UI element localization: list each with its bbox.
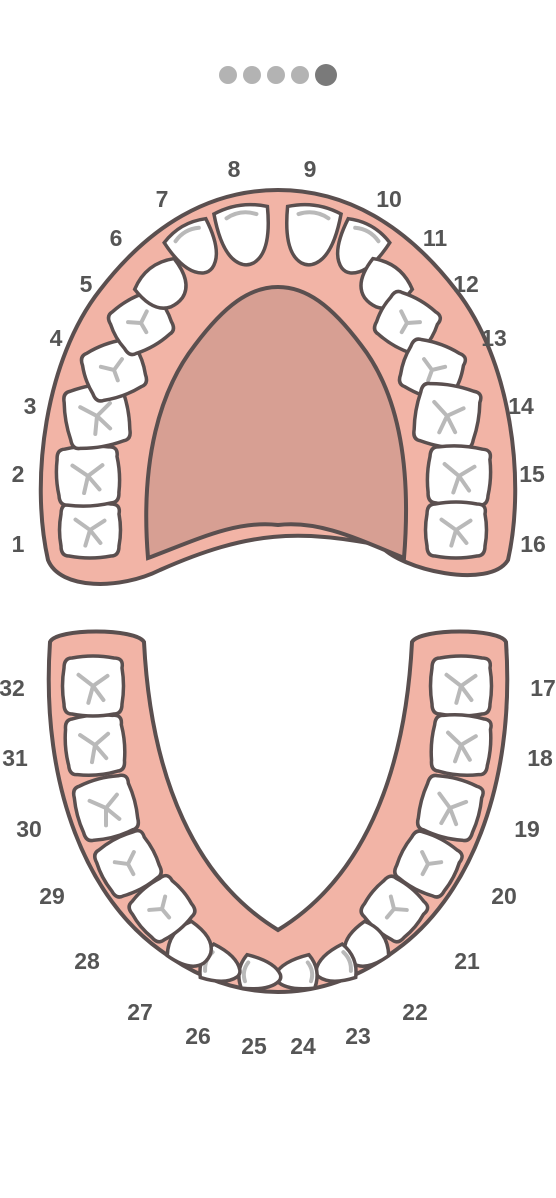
- tooth-fissure: [70, 463, 105, 496]
- tooth-number-24: 24: [290, 1033, 316, 1059]
- tooth-fissure: [76, 672, 110, 705]
- tooth-crown[interactable]: [162, 214, 230, 283]
- tooth-fissure: [173, 225, 201, 244]
- tooth-9[interactable]: [280, 202, 344, 269]
- tooth-number-20: 20: [491, 883, 517, 909]
- tooth-18[interactable]: [429, 712, 493, 778]
- tooth-31[interactable]: [63, 712, 127, 778]
- tooth-number-10: 10: [376, 186, 402, 212]
- page-dot[interactable]: [267, 66, 285, 84]
- tooth-20[interactable]: [390, 826, 467, 902]
- tooth-number-22: 22: [402, 999, 428, 1025]
- tooth-number-5: 5: [80, 271, 93, 297]
- tooth-number-2: 2: [12, 461, 25, 487]
- tooth-number-30: 30: [16, 816, 42, 842]
- tooth-fissure: [78, 731, 111, 765]
- tooth-number-15: 15: [519, 461, 545, 487]
- tooth-fissure: [341, 950, 353, 973]
- tooth-17[interactable]: [428, 654, 494, 718]
- tooth-fissure: [126, 309, 149, 335]
- tooth-fissure: [73, 517, 107, 548]
- tooth-fissure: [87, 792, 122, 828]
- tooth-number-32: 32: [0, 675, 25, 701]
- tooth-14[interactable]: [411, 380, 484, 452]
- tooth-fissure: [444, 672, 478, 705]
- tooth-number-19: 19: [514, 816, 540, 842]
- tooth-32[interactable]: [60, 654, 126, 718]
- tooth-fissure: [241, 960, 251, 984]
- tooth-29[interactable]: [90, 826, 167, 902]
- tooth-24[interactable]: [272, 952, 319, 995]
- tooth-fissure: [384, 894, 409, 920]
- tooth-number-21: 21: [454, 948, 480, 974]
- tooth-fissure: [147, 894, 172, 920]
- page-dot[interactable]: [291, 66, 309, 84]
- tooth-15[interactable]: [425, 444, 493, 508]
- page-dot[interactable]: [243, 66, 261, 84]
- tooth-number-16: 16: [520, 531, 546, 557]
- tooth-number-27: 27: [127, 999, 153, 1025]
- tooth-fissure: [432, 399, 466, 435]
- tooth-number-3: 3: [24, 393, 37, 419]
- tooth-fissure: [98, 357, 124, 383]
- palate: [144, 284, 409, 561]
- tooth-number-9: 9: [304, 156, 317, 182]
- tooth-6[interactable]: [130, 253, 196, 318]
- tooth-number-18: 18: [527, 745, 553, 771]
- tooth-number-31: 31: [2, 745, 28, 771]
- tooth-fissure: [399, 309, 422, 335]
- tooth-fissure: [420, 850, 444, 877]
- tooth-fissure: [224, 210, 259, 221]
- tooth-1[interactable]: [57, 500, 123, 560]
- tooth-7[interactable]: [162, 214, 230, 283]
- tooth-number-4: 4: [50, 325, 63, 351]
- tooth-21[interactable]: [356, 871, 433, 948]
- tooth-8[interactable]: [211, 202, 275, 269]
- tooth-16[interactable]: [423, 500, 489, 560]
- tooth-number-26: 26: [185, 1023, 211, 1049]
- tooth-19[interactable]: [414, 771, 487, 844]
- tooth-number-8: 8: [228, 156, 241, 182]
- tooth-number-11: 11: [423, 225, 448, 251]
- tooth-fissure: [353, 225, 381, 244]
- tooth-fissure: [439, 517, 473, 548]
- tooth-25[interactable]: [236, 952, 283, 995]
- tooth-number-12: 12: [453, 271, 479, 297]
- tooth-30[interactable]: [70, 771, 143, 844]
- tooth-fissure: [442, 462, 477, 495]
- tooth-fissure: [437, 791, 469, 827]
- tooth-number-25: 25: [241, 1033, 267, 1059]
- tooth-crown[interactable]: [130, 253, 196, 318]
- tooth-fissure: [422, 357, 448, 383]
- tooth-number-23: 23: [345, 1023, 371, 1049]
- tooth-fissure: [305, 960, 315, 984]
- tooth-number-29: 29: [39, 883, 65, 909]
- tooth-fissure: [446, 730, 478, 764]
- tooth-number-13: 13: [481, 325, 507, 351]
- tooth-number-1: 1: [12, 531, 25, 557]
- tooth-number-14: 14: [508, 393, 534, 419]
- tooth-number-17: 17: [530, 675, 556, 701]
- tooth-fissure: [296, 210, 331, 221]
- tooth-number-6: 6: [110, 225, 123, 251]
- tooth-number-7: 7: [156, 186, 169, 212]
- tooth-28[interactable]: [124, 871, 201, 948]
- page-dot[interactable]: [315, 64, 337, 86]
- page-indicator: [0, 64, 556, 86]
- tooth-fissure: [112, 850, 136, 877]
- tooth-2[interactable]: [54, 444, 122, 508]
- tooth-fissure: [78, 401, 113, 436]
- tooth-number-28: 28: [74, 948, 100, 974]
- page-dot[interactable]: [219, 66, 237, 84]
